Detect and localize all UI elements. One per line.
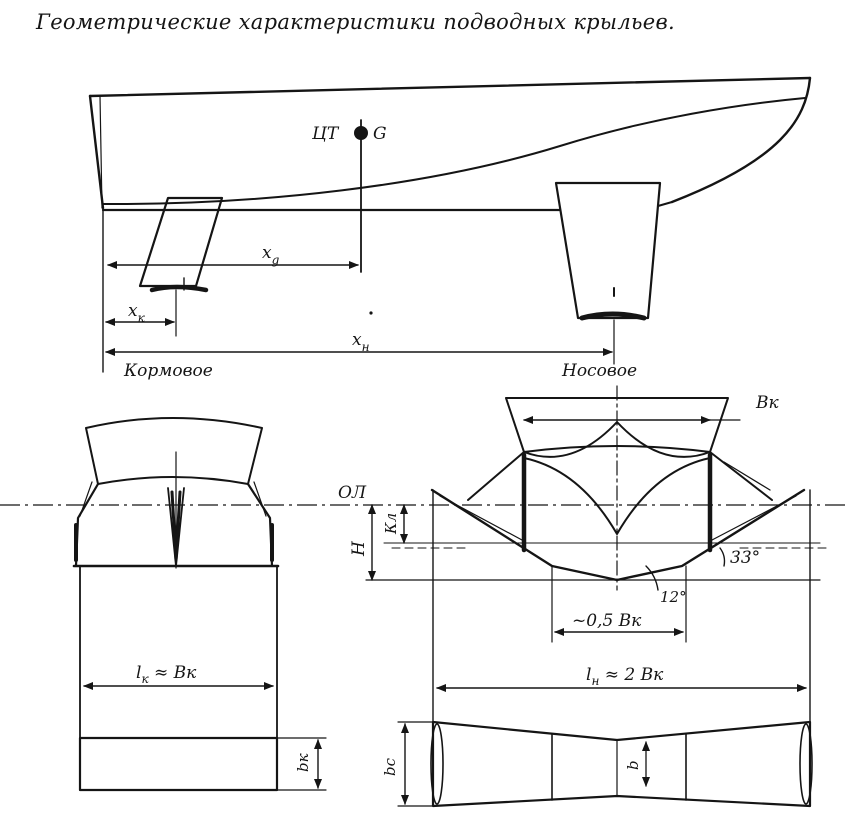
- dimension-xk: xк: [105, 289, 177, 337]
- xn-label: xн: [352, 330, 370, 354]
- b-label: b: [624, 760, 642, 770]
- water-surface: [383, 542, 831, 549]
- bow-strut: [554, 181, 662, 321]
- half-bk-label: ~0,5 Вк: [572, 611, 642, 631]
- bow-label: Носовое: [561, 361, 637, 381]
- dimension-xg: xg: [107, 243, 359, 269]
- kl-label: Кл: [382, 513, 400, 535]
- waterline-label: ОЛ: [338, 483, 367, 503]
- bk-top-label: Вк: [755, 393, 779, 413]
- g-label: G: [373, 124, 387, 144]
- xk-label: xк: [128, 301, 146, 325]
- xg-label: xg: [262, 243, 280, 267]
- stern-foil-plan-view: [78, 736, 327, 792]
- dimension-h-kl: Н Кл: [349, 504, 821, 581]
- bc-label: bc: [381, 757, 399, 776]
- center-of-gravity: ЦТ G: [311, 119, 387, 315]
- dimension-ln: lн ≈ 2 Вк: [436, 665, 807, 692]
- hull-side-view: [88, 76, 812, 212]
- stern-label: Кормовое: [123, 361, 213, 381]
- dimension-xn: xн: [102, 207, 615, 373]
- h-label: Н: [349, 540, 369, 557]
- dimension-half-bk: ~0,5 Вк: [554, 611, 684, 636]
- ln-label: lн ≈ 2 Вк: [586, 665, 664, 688]
- diagram-title: Геометрические характеристики подводных …: [36, 10, 675, 34]
- lk-label: lк ≈ Вк: [136, 663, 197, 686]
- cg-label: ЦТ: [311, 124, 340, 144]
- stern-foil-front-view: [72, 417, 280, 791]
- stern-strut: [138, 196, 224, 293]
- angle-markers: [645, 547, 726, 591]
- bk-side-label: bк: [294, 753, 312, 772]
- bow-foil-plan-view: [397, 720, 813, 808]
- angle-12-label: 12°: [660, 588, 687, 606]
- dimension-lk: lк ≈ Вк: [83, 663, 274, 690]
- bow-foil-front-view: [430, 385, 811, 801]
- angle-33-label: 33°: [730, 548, 760, 568]
